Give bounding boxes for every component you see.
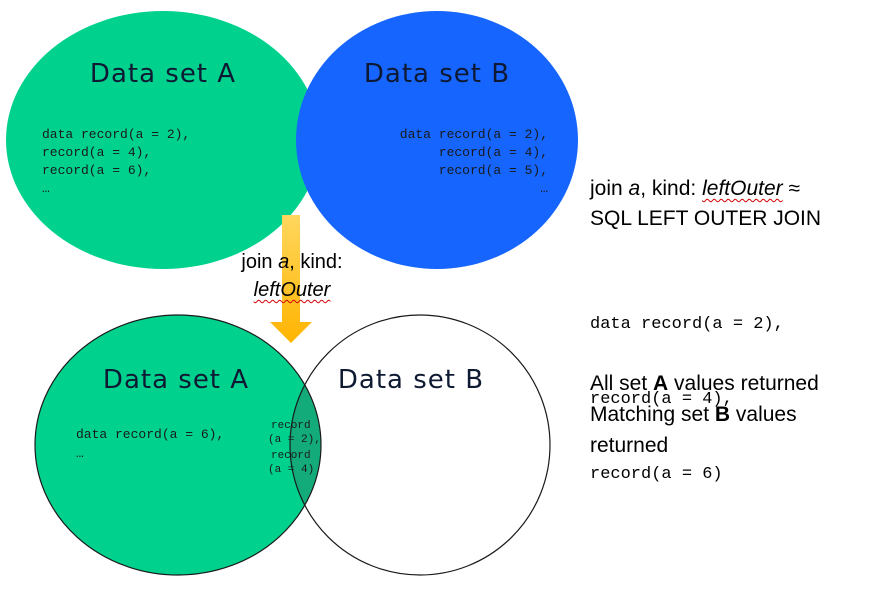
side-join-description: join a, kind: leftOuter ≈ SQL LEFT OUTER… — [590, 174, 870, 234]
top-set-a-title: Data set A — [90, 59, 236, 89]
top-set-b-line-1: data record(a = 2), — [400, 127, 548, 142]
side-code-line-1: data record(a = 2), — [590, 315, 784, 334]
summary2-suffix: values returned — [590, 403, 797, 457]
side-code-block: data record(a = 2), record(a = 4), recor… — [590, 262, 784, 512]
side-join-prefix: join — [590, 177, 629, 200]
arrow-label-line-2: leftOuter — [228, 276, 356, 304]
side-code-line-3: record(a = 6) — [590, 465, 723, 484]
arrow-label: join a, kind: leftOuter — [228, 248, 356, 304]
top-set-b-line-2: record(a = 4), — [439, 145, 548, 160]
side-join-suffix: ≈ — [782, 177, 801, 200]
intersection-line-3: record — [271, 450, 311, 462]
bottom-set-b-title: Data set B — [338, 365, 484, 395]
side-join-var: a — [628, 177, 641, 200]
side-join-line: join a, kind: leftOuter ≈ — [590, 174, 870, 204]
arrow-label-kind: leftOuter — [253, 279, 331, 301]
bottom-set-a-title: Data set A — [103, 365, 249, 395]
side-join-middle: , kind: — [640, 177, 703, 200]
top-set-a-line-3: record(a = 6), — [42, 163, 151, 178]
top-set-b-title: Data set B — [364, 59, 510, 89]
summary1-bold: A — [653, 372, 669, 395]
top-set-a-circle — [6, 11, 320, 269]
intersection-line-2: (a = 2), — [268, 434, 321, 446]
arrow-label-line-1: join a, kind: — [228, 248, 356, 276]
summary1-prefix: All set — [590, 372, 654, 395]
top-set-b-circle — [296, 11, 578, 269]
down-arrow-icon — [270, 215, 312, 343]
side-summary-line-1: All set A values returned — [590, 368, 875, 399]
side-sql-line: SQL LEFT OUTER JOIN — [590, 207, 822, 230]
intersection-line-1: record — [271, 420, 311, 432]
bottom-set-b-circle — [289, 314, 551, 576]
arrow-label-middle: , kind: — [289, 251, 343, 273]
top-set-a-line-2: record(a = 4), — [42, 145, 151, 160]
arrow-label-var: a — [278, 251, 290, 273]
summary1-suffix: values returned — [668, 372, 819, 395]
summary2-bold: B — [714, 403, 731, 426]
intersection-region — [290, 315, 321, 575]
top-set-a-line-1: data record(a = 2), — [42, 127, 190, 142]
side-code-line-2: record(a = 4), — [590, 390, 733, 409]
intersection-line-4: (a = 4) — [268, 464, 314, 476]
top-set-a-line-4: … — [42, 181, 50, 196]
top-set-b-line-3: record(a = 5), — [439, 163, 548, 178]
bottom-set-a-outline — [34, 314, 322, 576]
side-summary: All set A values returned Matching set B… — [590, 368, 875, 461]
top-set-b-line-4: … — [540, 181, 548, 196]
summary2-prefix: Matching set — [590, 403, 715, 426]
arrow-label-prefix: join — [241, 251, 279, 273]
side-summary-line-2: Matching set B values returned — [590, 399, 875, 461]
bottom-set-a-line-2: … — [76, 446, 84, 461]
bottom-set-a-circle — [35, 315, 321, 575]
side-join-kind: leftOuter — [702, 177, 783, 200]
bottom-set-a-line-1: data record(a = 6), — [76, 427, 224, 442]
